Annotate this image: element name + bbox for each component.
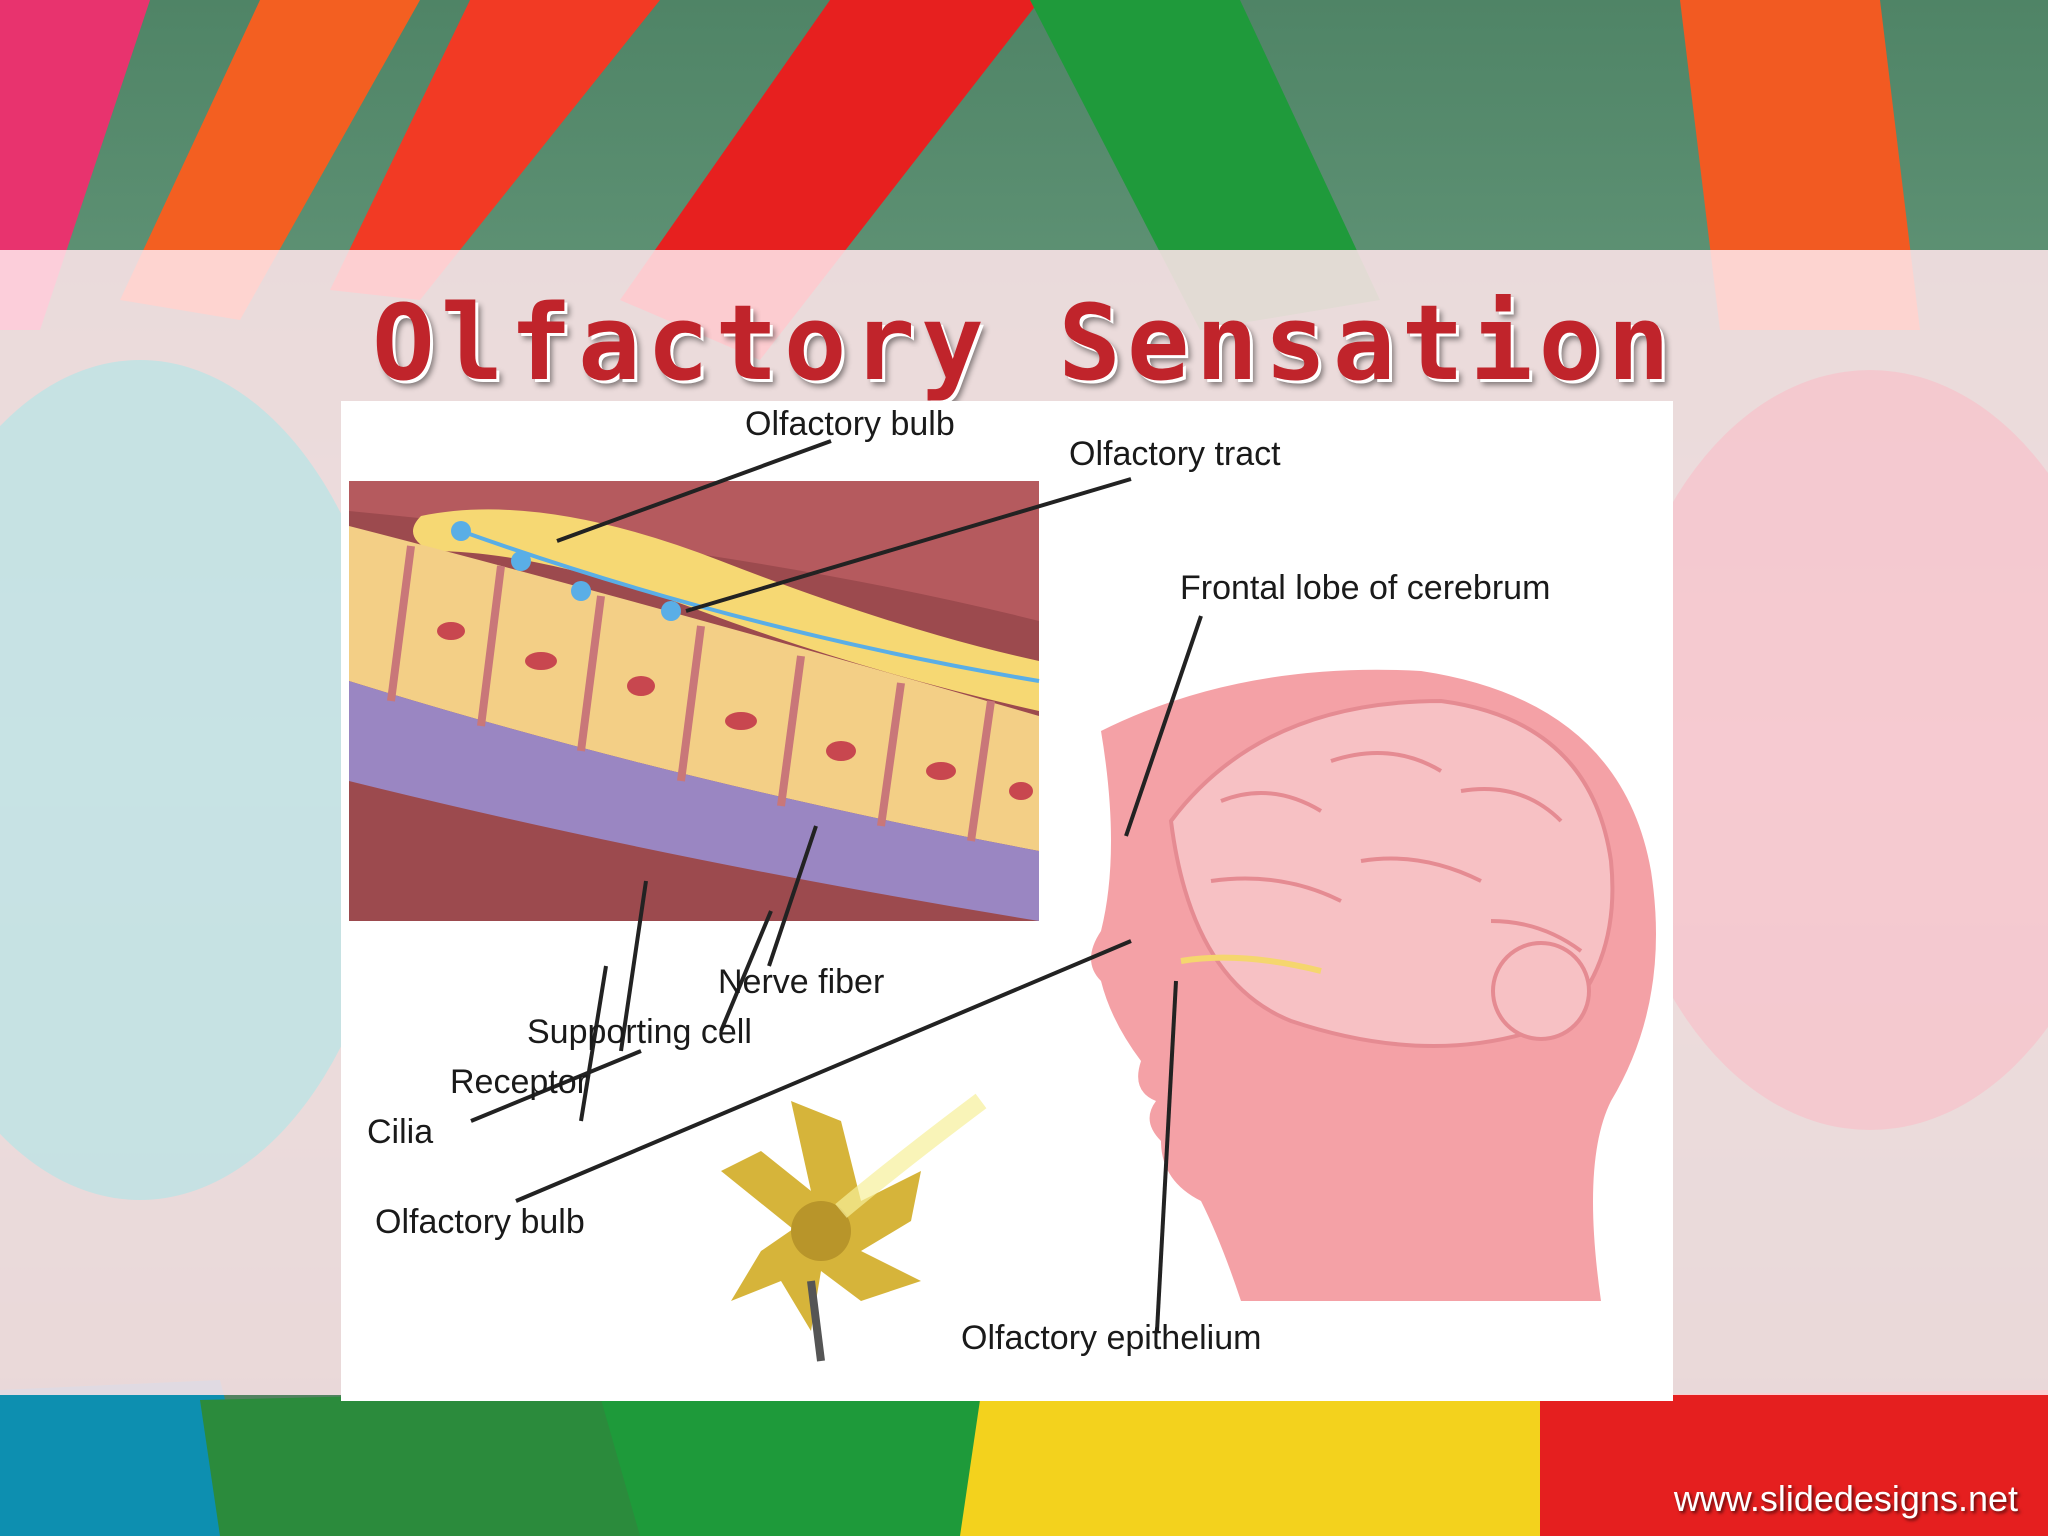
label-nerve-fiber: Nerve fiber [718, 963, 885, 1001]
label-olfactory-tract: Olfactory tract [1069, 435, 1281, 473]
label-cilia: Cilia [367, 1113, 434, 1151]
label-olfactory-bulb-bottom: Olfactory bulb [375, 1203, 585, 1241]
label-supporting-cell: Supporting cell [527, 1013, 752, 1051]
slide-title: Olfactory Sensation [372, 282, 1676, 404]
label-frontal-lobe: Frontal lobe of cerebrum [1180, 569, 1551, 607]
website-credit: www.slidedesigns.net [1673, 1478, 2018, 1519]
inset-close-up [349, 481, 1040, 921]
olfactory-illustration [349, 439, 1656, 1362]
label-olfactory-epithelium: Olfactory epithelium [961, 1319, 1262, 1357]
leader-lines [470, 439, 1203, 1332]
label-receptor: Receptor [450, 1063, 588, 1101]
head-illustration [1091, 669, 1656, 1301]
flower-illustration [721, 1093, 987, 1362]
olfactory-diagram: Olfactory bulb Olfactory tract Frontal l… [341, 401, 1673, 1401]
label-olfactory-bulb-top: Olfactory bulb [745, 405, 955, 443]
